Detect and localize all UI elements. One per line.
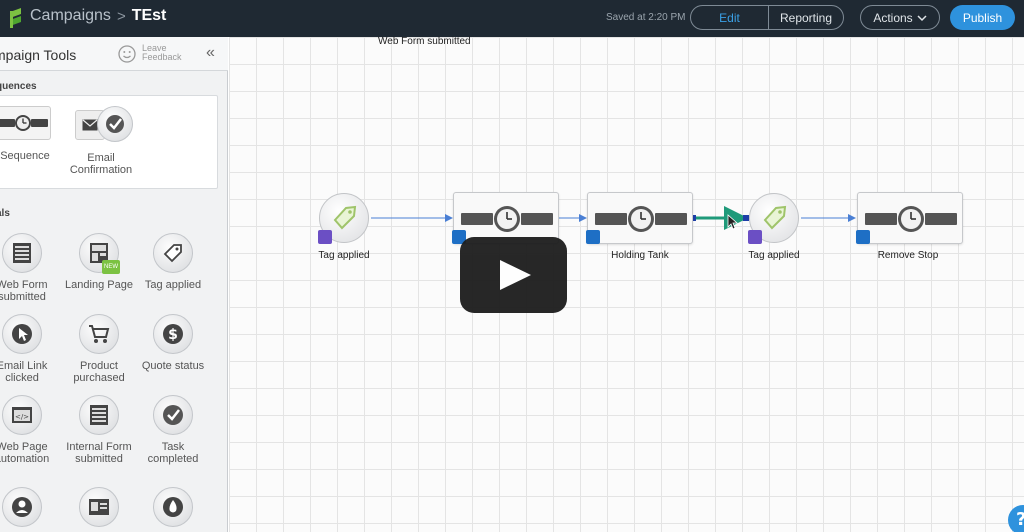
tool-quote-status-label: Quote status [141, 360, 205, 372]
person-icon [2, 487, 42, 527]
goal-node-tag-applied-1[interactable] [319, 193, 369, 243]
mouse-cursor-icon [727, 214, 739, 230]
tool-task-completed-label: Task completed [147, 441, 199, 465]
tool-sequence-label: Sequence [0, 150, 50, 162]
sequences-panel: Sequence Email Confirmation [0, 95, 218, 189]
code-icon: </> [2, 395, 42, 435]
campaign-tools-sidebar: mpaign Tools Leave Feedback « quences Se… [0, 37, 228, 532]
flame-icon [153, 487, 193, 527]
tool-task-completed[interactable]: Task completed [135, 395, 211, 465]
connector-handle-start[interactable] [690, 215, 696, 221]
tool-landing-page-label: Landing Page [65, 279, 133, 291]
tool-web-page-automation-label: Web Page automation [0, 441, 50, 465]
tool-flame[interactable] [135, 487, 211, 532]
sidebar-header: mpaign Tools Leave Feedback « [0, 37, 228, 71]
feedback-line2: Feedback [142, 52, 182, 62]
cursor-icon [2, 314, 42, 354]
chevron-down-icon [917, 14, 927, 21]
email-confirmation-icon [71, 106, 133, 146]
breadcrumb-separator: > [116, 7, 126, 25]
svg-text:?: ? [1016, 509, 1024, 529]
tag-icon [153, 233, 193, 273]
tool-internal-form-submitted[interactable]: Internal Form submitted [61, 395, 137, 465]
id-card-icon [79, 487, 119, 527]
tool-landing-page[interactable]: NEW Landing Page [61, 233, 137, 291]
collapse-sidebar-icon[interactable]: « [206, 44, 215, 61]
sequence-node-remove-stop[interactable] [857, 192, 963, 244]
node-label-tag-applied-2: Tag applied [748, 250, 800, 261]
form-icon [79, 395, 119, 435]
tag-icon [333, 205, 357, 230]
sequence-node-holding-tank[interactable] [587, 192, 693, 244]
web-form-icon [2, 233, 42, 273]
goals-section-label: als [0, 208, 10, 219]
top-bar: Campaigns > TEst Saved at 2:20 PM Edit R… [0, 0, 1024, 37]
breadcrumb-campaigns-link[interactable]: Campaigns [30, 7, 111, 24]
connector-handle-end[interactable] [743, 215, 749, 221]
play-icon [500, 260, 531, 290]
saved-status: Saved at 2:20 PM [606, 12, 686, 23]
tool-web-page-automation[interactable]: </> Web Page automation [0, 395, 60, 465]
view-toggle: Edit Reporting [690, 5, 844, 30]
tool-web-form-label: Web Form submitted [0, 279, 48, 303]
tag-badge-icon [748, 230, 762, 244]
tool-web-form-submitted[interactable]: Web Form submitted [0, 233, 60, 303]
flag-badge-icon [452, 230, 466, 244]
sequences-section-label: quences [0, 81, 37, 92]
leave-feedback-link[interactable]: Leave Feedback [142, 44, 182, 62]
tool-quote-status[interactable]: $ Quote status [135, 314, 211, 372]
check-icon [153, 395, 193, 435]
flag-badge-icon [856, 230, 870, 244]
sequence-icon [595, 206, 687, 232]
tool-email-link-label: Email Link clicked [0, 360, 48, 384]
svg-text:$: $ [168, 327, 178, 343]
smiley-icon[interactable] [118, 45, 136, 63]
feedback-line1: Leave [142, 43, 167, 53]
actions-dropdown[interactable]: Actions [860, 5, 940, 30]
help-button[interactable]: ? [1008, 505, 1024, 532]
tool-product-purchased[interactable]: Product purchased [61, 314, 137, 384]
actions-label: Actions [873, 10, 913, 25]
web-form-submitted-node-label: Web Form submitted [378, 36, 471, 47]
video-play-button[interactable] [460, 237, 567, 313]
campaign-name[interactable]: TEst [131, 7, 167, 24]
landing-page-icon: NEW [79, 233, 120, 274]
tool-sequence[interactable]: Sequence [0, 106, 63, 162]
node-label-1: Tag applied [318, 250, 370, 261]
app-logo-icon[interactable] [8, 8, 24, 30]
new-badge: NEW [102, 260, 120, 274]
tool-id-card[interactable] [61, 487, 137, 532]
sidebar-title: mpaign Tools [0, 47, 77, 63]
sequence-icon [461, 206, 553, 232]
tool-product-purchased-label: Product purchased [73, 360, 125, 384]
tool-email-link-clicked[interactable]: Email Link clicked [0, 314, 60, 384]
publish-button[interactable]: Publish [950, 5, 1015, 30]
tool-tag-applied-label: Tag applied [144, 279, 202, 291]
tool-internal-form-label: Internal Form submitted [66, 441, 132, 465]
node-label-remove-stop: Remove Stop [877, 250, 939, 261]
question-icon: ? [1016, 509, 1024, 529]
tool-email-confirmation[interactable]: Email Confirmation [63, 106, 139, 176]
tag-icon [763, 205, 787, 230]
tab-edit[interactable]: Edit [691, 6, 769, 29]
tool-email-confirmation-label: Email Confirmation [69, 152, 133, 176]
breadcrumb: Campaigns > TEst [30, 7, 166, 25]
flag-badge-icon [586, 230, 600, 244]
sequence-icon [0, 106, 51, 140]
cart-icon [79, 314, 119, 354]
node-label-holding-tank: Holding Tank [611, 250, 669, 261]
tool-contact[interactable] [0, 487, 60, 532]
sequence-icon [865, 206, 957, 232]
tool-tag-applied[interactable]: Tag applied [135, 233, 211, 291]
tab-reporting[interactable]: Reporting [779, 10, 833, 25]
dollar-icon: $ [153, 314, 193, 354]
tag-badge-icon [318, 230, 332, 244]
campaign-canvas[interactable] [229, 37, 1024, 532]
sequence-node-1[interactable] [453, 192, 559, 244]
svg-text:</>: </> [15, 413, 29, 421]
